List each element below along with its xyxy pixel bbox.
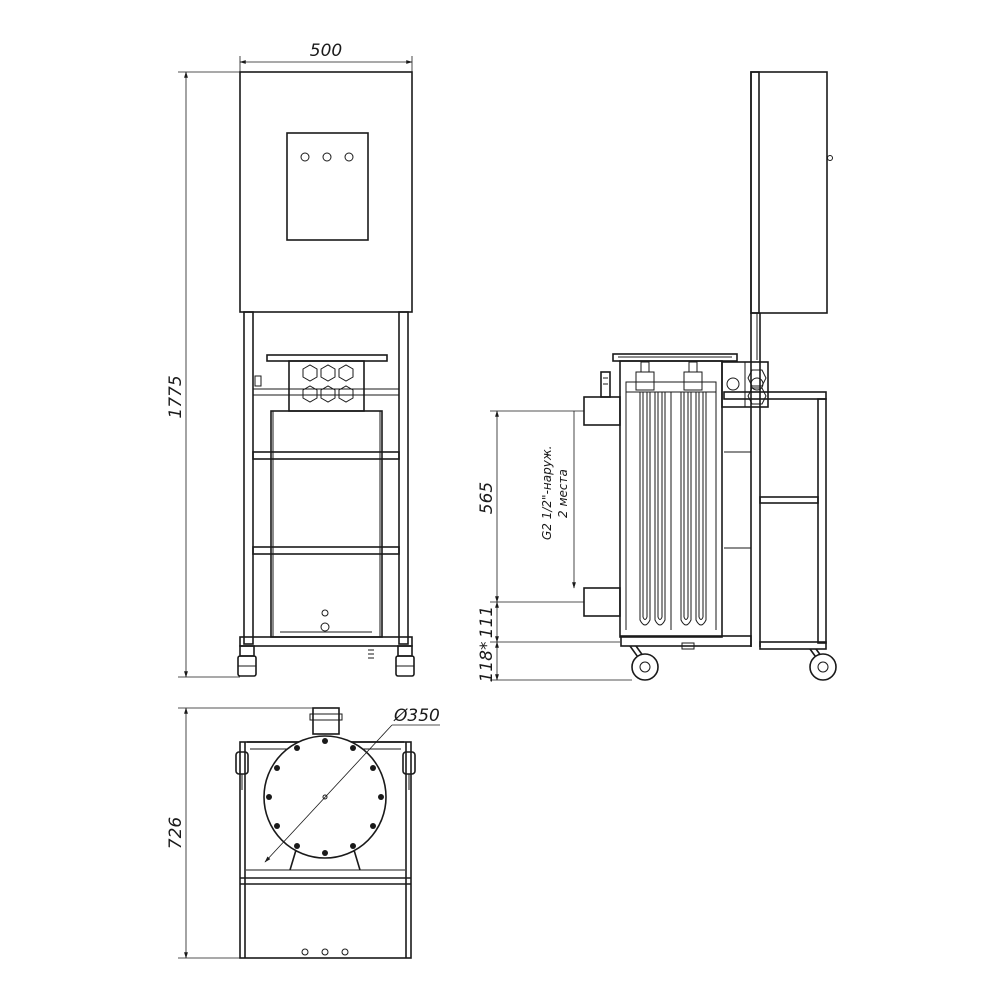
front-vessel <box>270 410 383 638</box>
front-top-flange <box>266 354 388 362</box>
side-castor-left <box>629 645 659 681</box>
top-outlet-pipe <box>312 707 340 735</box>
lower-nozzle <box>583 587 621 617</box>
dim-diameter: Ø350 <box>264 706 440 863</box>
side-castor-right <box>809 648 837 681</box>
drain-port <box>321 609 329 617</box>
flange-bolts <box>266 738 384 856</box>
dim-outlet-offset: 111 <box>477 601 620 643</box>
dim-base-height-label: 118* <box>477 642 497 683</box>
side-cabinet-door <box>750 71 760 314</box>
dim-depth-label: 726 <box>166 817 186 850</box>
side-bracket <box>254 375 262 387</box>
front-cabinet <box>239 71 413 313</box>
dim-width: 500 <box>239 41 413 72</box>
front-cabinet-window <box>286 132 369 241</box>
dim-base-height: 118* <box>477 641 632 683</box>
dim-outlet-offset-label: 111 <box>477 606 497 638</box>
front-view: 500 1775 <box>166 41 415 678</box>
dim-inlet-height: 565 <box>477 410 584 603</box>
dim-diameter-label: Ø350 <box>393 706 440 726</box>
dim-height: 1775 <box>166 71 240 678</box>
front-castor-left <box>237 645 257 677</box>
top-castor-right <box>402 751 416 775</box>
upper-nozzle <box>583 396 621 426</box>
drain-valve <box>320 622 330 632</box>
side-frame <box>620 391 827 650</box>
heating-element-1 <box>635 361 666 626</box>
front-frame <box>239 311 413 647</box>
thread-note-line1: G2 1/2"-наруж. <box>540 446 554 540</box>
indicator-lamp-3 <box>344 152 354 162</box>
heating-element-2 <box>680 361 707 626</box>
front-castor-right <box>395 645 415 677</box>
dim-depth: 726 <box>166 707 313 959</box>
top-view: Ø350 726 <box>166 706 440 959</box>
ground-terminal <box>368 649 374 659</box>
dim-inlet-height-label: 565 <box>477 482 497 514</box>
side-view: 565 111 118* G2 1/2"-наруж. 2 места <box>477 71 837 683</box>
side-cabinet-body <box>750 71 828 314</box>
thread-note-line2: 2 места <box>556 469 570 518</box>
heater-terminals <box>302 364 354 403</box>
sensor <box>600 371 611 398</box>
dim-width-label: 500 <box>310 41 342 61</box>
indicator-lamp-2 <box>322 152 332 162</box>
side-vessel <box>619 360 723 638</box>
dim-height-label: 1775 <box>166 375 186 418</box>
indicator-lamp-1 <box>300 152 310 162</box>
top-castor-left <box>235 751 249 775</box>
